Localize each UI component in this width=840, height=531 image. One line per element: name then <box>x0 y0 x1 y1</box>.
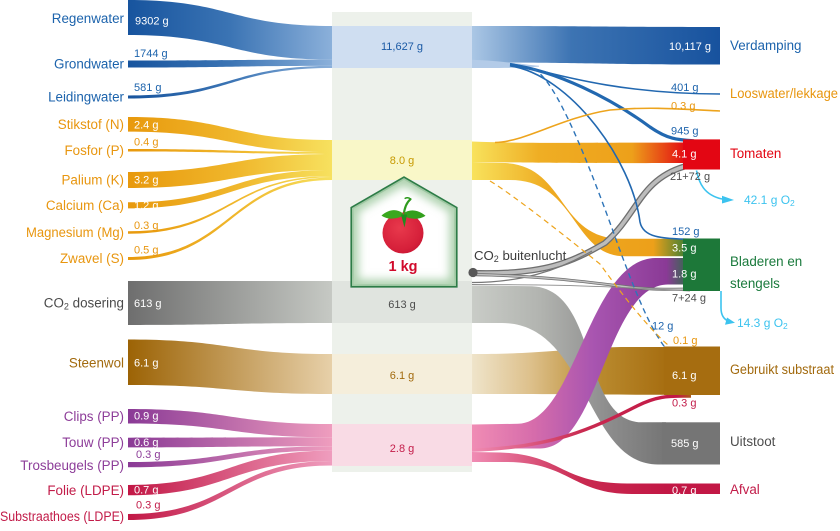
svg-text:0.3 g: 0.3 g <box>134 220 158 232</box>
svg-text:6.1 g: 6.1 g <box>134 358 158 370</box>
svg-text:3.2 g: 3.2 g <box>134 175 158 187</box>
svg-text:0.3 g: 0.3 g <box>672 398 696 410</box>
svg-text:2.8 g: 2.8 g <box>390 443 414 455</box>
svg-text:Regenwater: Regenwater <box>52 11 125 26</box>
svg-text:42.1 g O2: 42.1 g O2 <box>744 193 795 208</box>
svg-text:Trosbeugels (PP): Trosbeugels (PP) <box>20 458 124 473</box>
svg-text:6.1 g: 6.1 g <box>390 370 414 382</box>
svg-text:Bladeren en: Bladeren en <box>730 254 802 269</box>
svg-text:Calcium (Ca): Calcium (Ca) <box>46 198 124 213</box>
svg-text:613 g: 613 g <box>134 298 162 310</box>
svg-text:Tomaten: Tomaten <box>730 146 781 161</box>
svg-text:Magnesium (Mg): Magnesium (Mg) <box>26 225 124 240</box>
svg-text:12 g: 12 g <box>652 321 673 333</box>
svg-text:Palium (K): Palium (K) <box>61 173 124 188</box>
svg-text:0.3 g: 0.3 g <box>136 449 160 461</box>
svg-text:0.9 g: 0.9 g <box>134 411 158 423</box>
svg-text:4.1 g: 4.1 g <box>672 149 696 161</box>
svg-text:585 g: 585 g <box>671 438 699 450</box>
svg-text:0.6 g: 0.6 g <box>134 437 158 449</box>
svg-text:Stikstof (N): Stikstof (N) <box>58 117 124 132</box>
svg-text:613 g: 613 g <box>388 299 416 311</box>
svg-text:stengels: stengels <box>730 276 780 291</box>
svg-text:1744 g: 1744 g <box>134 48 168 60</box>
svg-text:Substraathoes (LDPE): Substraathoes (LDPE) <box>0 509 124 524</box>
svg-text:0.3 g: 0.3 g <box>671 101 695 113</box>
svg-text:0.1 g: 0.1 g <box>673 335 697 347</box>
svg-text:0.5 g: 0.5 g <box>134 245 158 257</box>
svg-text:1 kg: 1 kg <box>388 259 417 275</box>
svg-text:Fosfor (P): Fosfor (P) <box>64 143 124 158</box>
svg-text:8.0 g: 8.0 g <box>390 155 414 167</box>
svg-text:1.8 g: 1.8 g <box>672 269 696 281</box>
svg-text:7+24 g: 7+24 g <box>672 293 706 305</box>
svg-text:3.5 g: 3.5 g <box>672 243 696 255</box>
svg-text:Steenwol: Steenwol <box>69 356 124 371</box>
svg-text:Looswater/lekkage: Looswater/lekkage <box>730 86 838 101</box>
svg-text:0.3 g: 0.3 g <box>136 500 160 512</box>
svg-text:6.1 g: 6.1 g <box>672 370 696 382</box>
svg-text:152 g: 152 g <box>672 226 700 238</box>
svg-text:Folie (LDPE): Folie (LDPE) <box>47 483 124 498</box>
svg-text:Leidingwater: Leidingwater <box>48 90 124 105</box>
svg-text:1.2 g: 1.2 g <box>134 200 158 212</box>
svg-text:14.3 g O2: 14.3 g O2 <box>737 316 788 331</box>
svg-text:0.7 g: 0.7 g <box>672 485 696 497</box>
svg-text:Clips (PP): Clips (PP) <box>64 409 124 424</box>
svg-text:0.7 g: 0.7 g <box>134 485 158 497</box>
svg-text:10,117 g: 10,117 g <box>669 41 711 53</box>
svg-text:Zwavel (S): Zwavel (S) <box>60 251 124 266</box>
svg-text:0.4 g: 0.4 g <box>134 137 158 149</box>
svg-text:21+72 g: 21+72 g <box>670 171 710 183</box>
svg-text:CO2 buitenlucht: CO2 buitenlucht <box>474 248 567 264</box>
svg-text:581 g: 581 g <box>134 82 162 94</box>
svg-text:Gebruikt substraat: Gebruikt substraat <box>730 362 834 377</box>
svg-text:Uitstoot: Uitstoot <box>730 434 776 449</box>
svg-text:Grondwater: Grondwater <box>54 56 125 71</box>
svg-text:401 g: 401 g <box>671 82 699 94</box>
svg-text:2.4 g: 2.4 g <box>134 120 158 132</box>
svg-text:Touw (PP): Touw (PP) <box>62 435 124 450</box>
svg-text:Verdamping: Verdamping <box>730 38 801 53</box>
svg-text:CO2 dosering: CO2 dosering <box>44 296 124 312</box>
svg-text:945 g: 945 g <box>671 126 699 138</box>
svg-text:9302 g: 9302 g <box>135 16 169 28</box>
svg-text:11,627 g: 11,627 g <box>381 41 423 53</box>
svg-text:Afval: Afval <box>730 482 760 497</box>
